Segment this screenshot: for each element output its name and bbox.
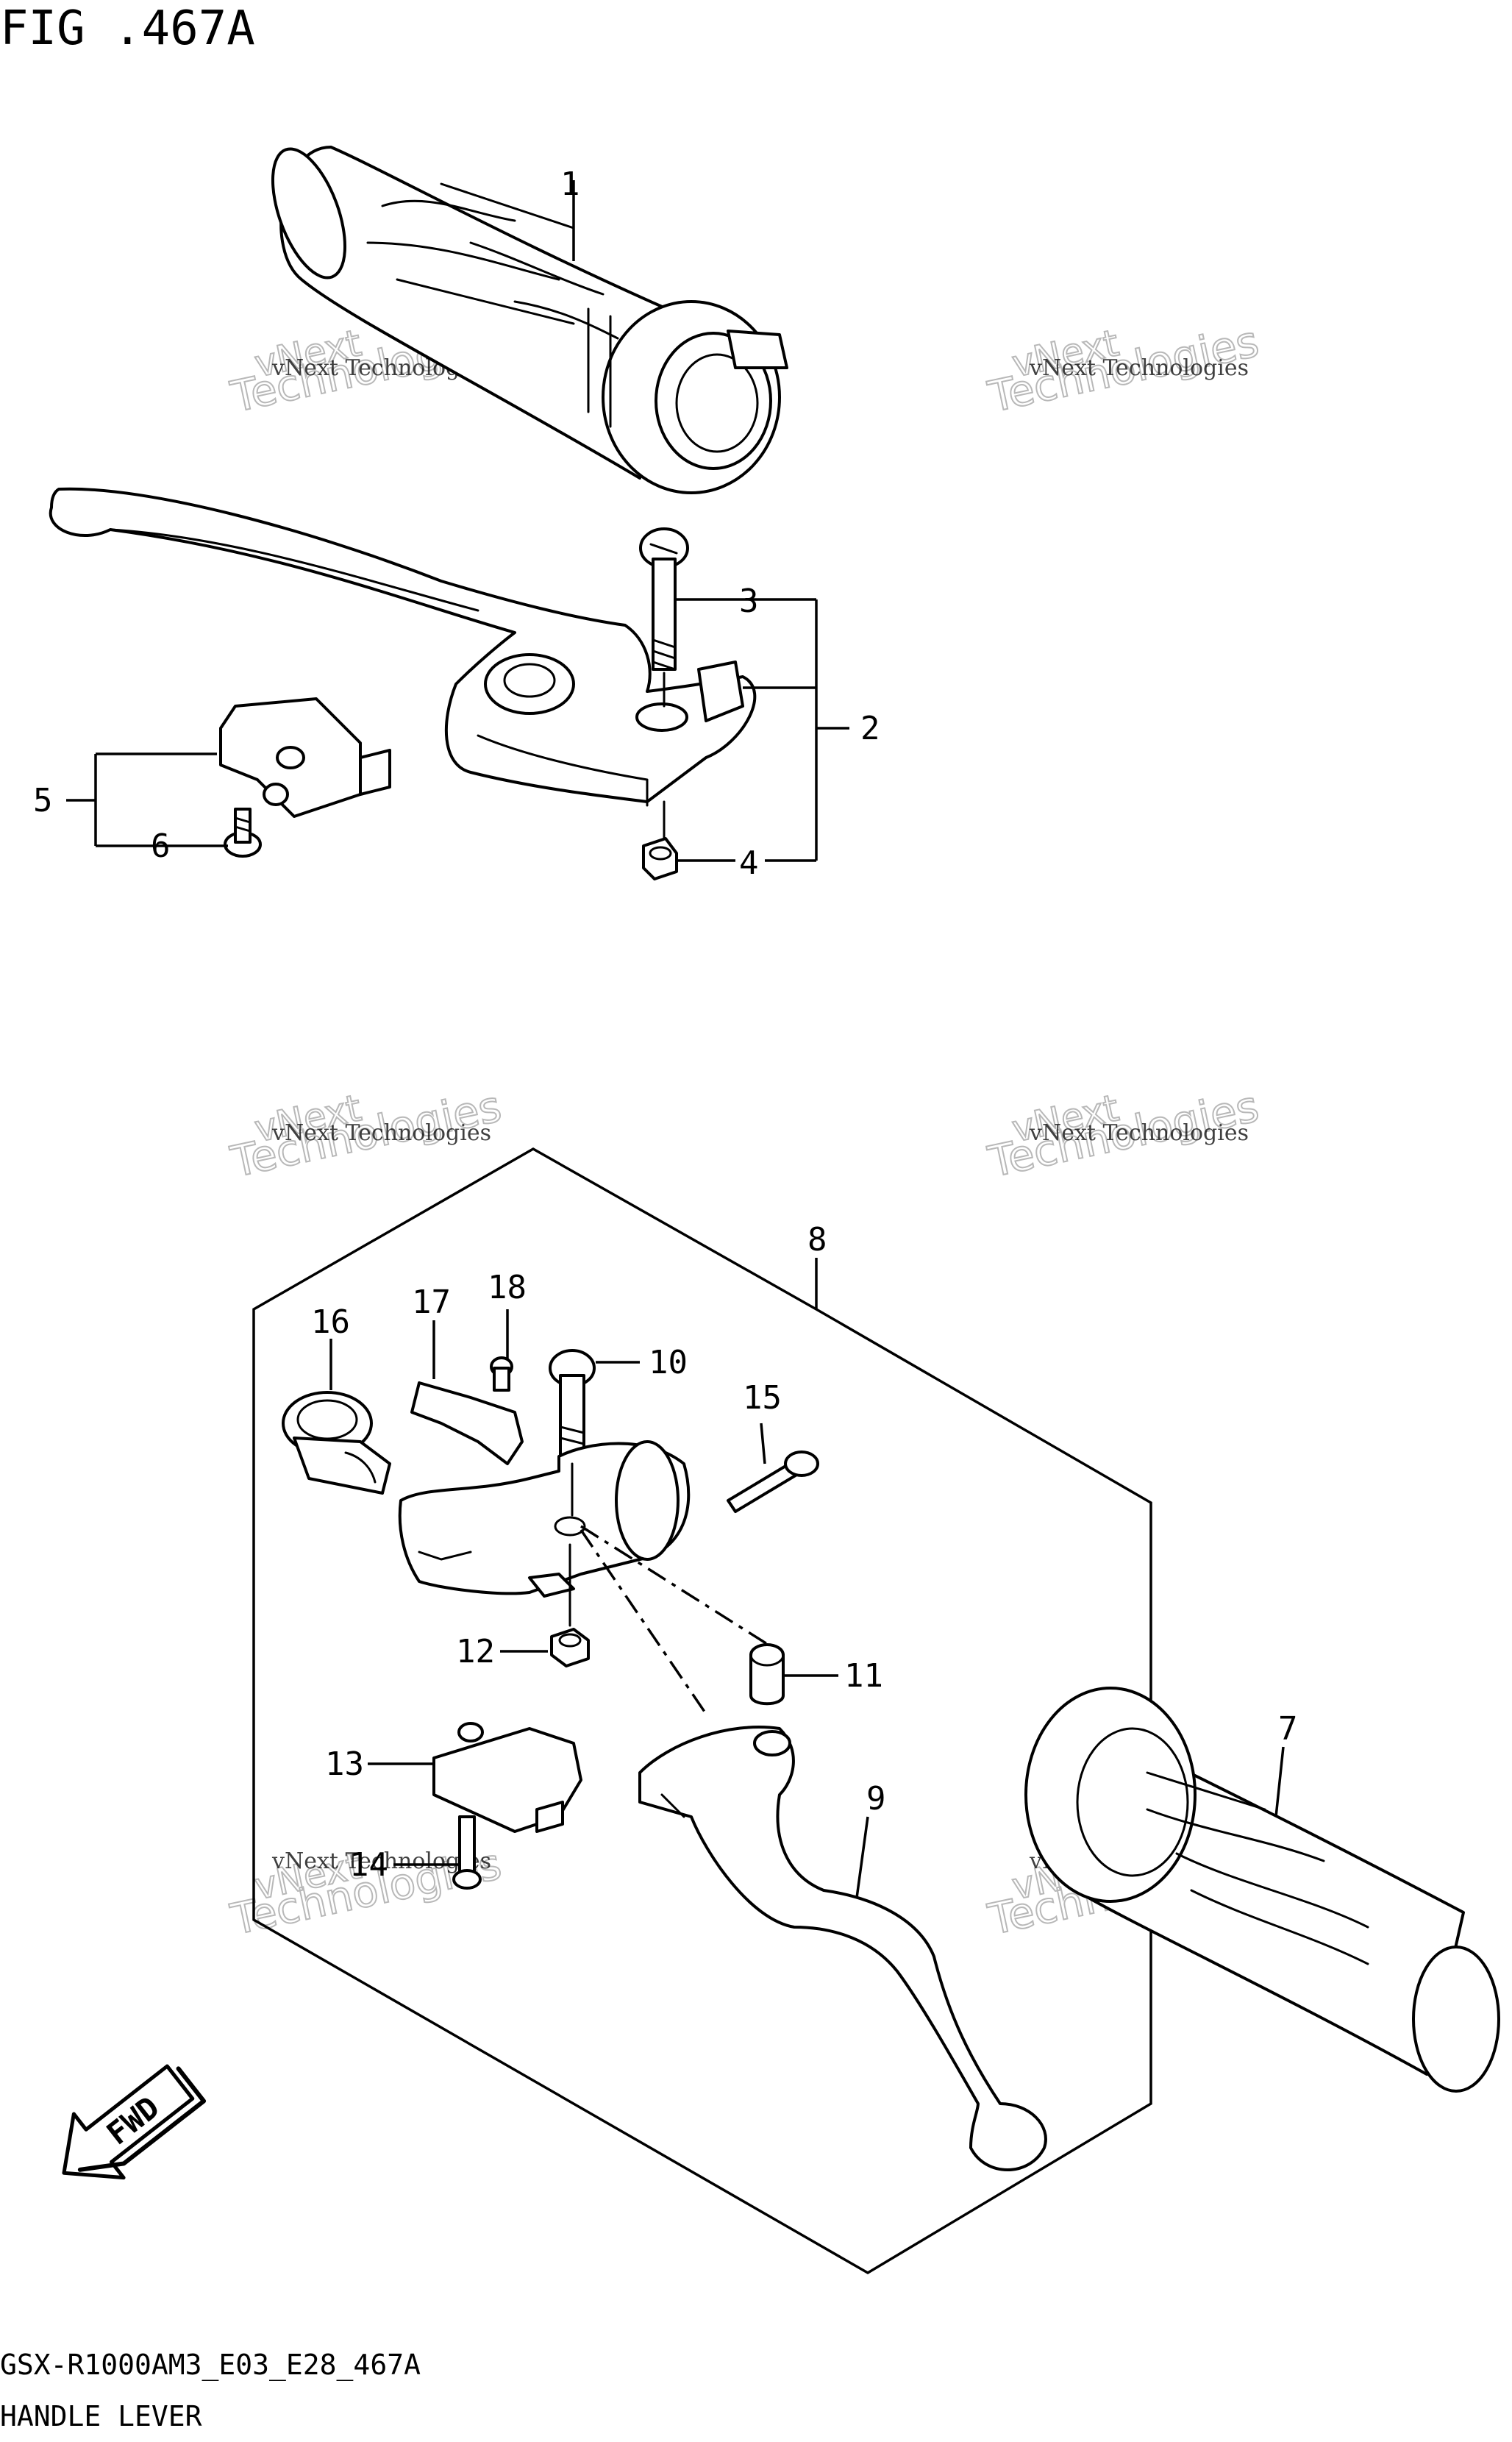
- part-1-throttle-grip: [271, 146, 788, 494]
- leader-lines: [66, 180, 1285, 1898]
- footer-code: GSX-R1000AM3_E03_E28_467A: [0, 2349, 421, 2382]
- part-9-brake-lever: [638, 1726, 1047, 2171]
- part-5-switch: [219, 697, 391, 818]
- kit-8-boundary: [252, 1147, 1152, 2275]
- part-15-screw: [727, 1450, 819, 1513]
- part-6-screw: [224, 808, 262, 858]
- callout-10: 10: [649, 1344, 688, 1381]
- part-13-switch: [432, 1722, 582, 1833]
- fwd-arrow: FWD: [62, 2064, 207, 2180]
- watermark-text: vNext Technologies: [271, 1120, 491, 1146]
- callout-5: 5: [33, 782, 53, 819]
- part-17-bracket: [410, 1381, 524, 1465]
- callout-8: 8: [807, 1221, 827, 1259]
- callout-4: 4: [739, 844, 759, 882]
- callout-11: 11: [844, 1657, 883, 1695]
- callout-6: 6: [151, 827, 171, 865]
- callout-labels: 1 2 3 4 5 6 7 8 9 10 11 12 13 14 15 16 1…: [33, 165, 1298, 1884]
- part-2-lever-assembly: [49, 487, 757, 807]
- callout-2: 2: [860, 710, 880, 747]
- callout-16: 16: [311, 1303, 350, 1341]
- footer-name: HANDLE LEVER: [0, 2400, 202, 2432]
- part-10-bolt: [549, 1349, 596, 1458]
- part-18-screw: [490, 1356, 513, 1392]
- part-12-nut: [550, 1628, 590, 1667]
- callout-1: 1: [560, 165, 580, 203]
- callout-14: 14: [349, 1846, 388, 1884]
- callout-15: 15: [743, 1379, 782, 1417]
- callout-7: 7: [1278, 1710, 1298, 1748]
- watermark-text: vNext Technologies: [1029, 1120, 1249, 1146]
- part-8-lever-holder: [398, 1440, 691, 1598]
- callout-3: 3: [739, 583, 759, 620]
- watermark-text: vNext Technologies: [271, 1848, 491, 1874]
- part-3-pivot-bolt: [639, 527, 689, 671]
- part-11-collar: [749, 1643, 785, 1706]
- part-4-nut: [642, 837, 678, 880]
- figure-title: FIG .467A: [0, 1, 255, 56]
- part-16-adjuster: [282, 1391, 391, 1495]
- callout-12: 12: [456, 1633, 495, 1670]
- callout-13: 13: [325, 1745, 364, 1783]
- part-14-screw: [452, 1815, 482, 1890]
- callout-17: 17: [412, 1284, 451, 1321]
- callout-9: 9: [866, 1780, 886, 1818]
- part-7-left-grip: [1024, 1687, 1500, 2093]
- callout-18: 18: [488, 1269, 527, 1306]
- watermark-text: vNext Technologies: [1029, 355, 1249, 381]
